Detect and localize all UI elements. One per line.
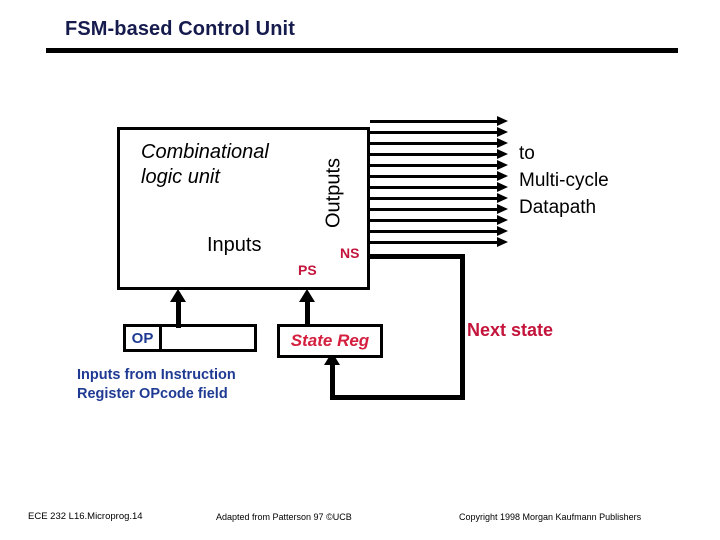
state-register-label: State Reg [290,331,370,350]
next-state-wire-into-register [330,363,335,399]
outputs-label-rotated: Outputs [322,143,346,243]
footer-attribution: Adapted from Patterson 97 ©UCB [216,512,352,522]
output-arrow [370,127,508,137]
combinational-logic-unit-label: Combinational logic unit [141,141,269,188]
present-state-arrowhead-icon [299,289,315,302]
combinational-logic-unit-box [117,127,370,290]
footer-course-id: ECE 232 L16.Microprog.14 [28,511,143,522]
present-state-wire [305,300,310,324]
instruction-register-caption: Inputs from Instruction Register OPcode … [77,367,236,402]
output-arrow [370,237,508,247]
title-divider [46,48,678,53]
to-multicycle-datapath-label: to Multi-cycle Datapath [519,143,609,218]
inputs-label: Inputs [207,234,262,256]
output-arrow [370,226,508,236]
instruction-register-remaining-fields [162,327,254,349]
next-state-wire-bottom [330,395,465,400]
opcode-input-wire [176,300,181,328]
instruction-register-box: OP [123,324,257,352]
next-state-wire-top [370,254,465,259]
output-arrow [370,171,508,181]
outputs-label: Outputs [322,157,345,229]
footer-copyright: Copyright 1998 Morgan Kaufmann Publisher… [459,512,642,522]
state-register-box: State Reg [277,324,383,358]
output-arrow [370,160,508,170]
next-state-label: NS [340,245,360,261]
output-arrow [370,116,508,126]
op-field-label: OP [126,327,162,349]
output-arrow [370,138,508,148]
output-arrow [370,182,508,192]
output-arrow [370,204,508,214]
output-arrow [370,193,508,203]
opcode-input-arrowhead-icon [170,289,186,302]
present-state-label: PS [298,262,317,278]
next-state-annotation: Next state [467,320,554,340]
output-arrow [370,149,508,159]
output-arrow [370,215,508,225]
control-output-arrow-bus [370,116,508,248]
page-title: FSM-based Control Unit [65,18,295,40]
next-state-wire-right [460,254,465,400]
